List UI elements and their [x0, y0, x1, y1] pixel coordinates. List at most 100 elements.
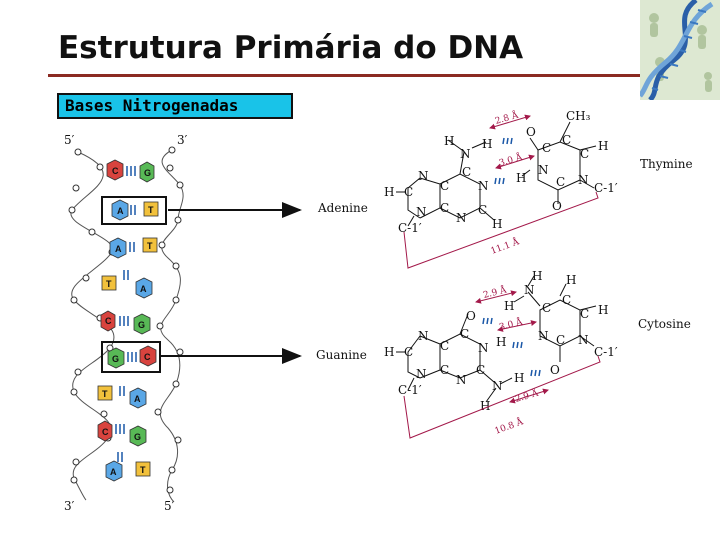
svg-text:N: N [456, 211, 467, 225]
svg-text:C: C [404, 345, 413, 359]
base-pair-3: A T [109, 237, 158, 259]
svg-text:H: H [480, 399, 490, 413]
svg-text:N: N [456, 373, 467, 387]
svg-text:N: N [578, 173, 589, 187]
strand-label-bottom-left: 3′ [64, 499, 75, 513]
svg-text:G: G [138, 320, 145, 330]
base-pair-7: T A [97, 385, 147, 409]
svg-text:A: A [134, 394, 141, 404]
svg-text:C: C [478, 203, 487, 217]
svg-text:C: C [580, 147, 589, 161]
svg-text:C-1′: C-1′ [398, 383, 422, 397]
svg-text:H: H [482, 137, 492, 151]
svg-text:C: C [476, 363, 485, 377]
svg-text:C: C [102, 427, 109, 437]
distance-gc-width: 10.8 Å [493, 415, 525, 437]
svg-text:N: N [578, 333, 589, 347]
label-guanine: Guanine [316, 348, 367, 362]
strand-label-bottom-right: 5′ [164, 499, 175, 513]
svg-text:H: H [384, 185, 394, 199]
svg-text:O: O [526, 125, 536, 139]
right-backbone [159, 149, 184, 503]
svg-text:T: T [147, 241, 153, 251]
svg-text:H: H [598, 139, 608, 153]
distance-gc-mid: 3.0 Å [498, 315, 524, 332]
svg-text:G: G [112, 354, 119, 364]
svg-text:C: C [562, 133, 571, 147]
svg-text:N: N [416, 205, 427, 219]
strand-label-top-left: 5′ [64, 133, 75, 147]
svg-text:C: C [404, 185, 413, 199]
svg-text:H: H [566, 273, 576, 287]
base-pair-2: A T [101, 196, 167, 225]
dna-helix-logo [640, 0, 720, 100]
svg-text:H: H [384, 345, 394, 359]
svg-text:N: N [418, 169, 429, 183]
svg-text:G: G [134, 432, 141, 442]
svg-text:N: N [460, 147, 471, 161]
svg-text:CH₃: CH₃ [566, 109, 591, 123]
svg-text:C: C [440, 201, 449, 215]
svg-text:T: T [102, 389, 108, 399]
svg-text:N: N [538, 163, 549, 177]
base-pair-1: C G [106, 159, 155, 183]
svg-text:C-1′: C-1′ [594, 345, 618, 359]
svg-text:G: G [144, 168, 151, 178]
svg-text:C: C [440, 179, 449, 193]
svg-text:C-1′: C-1′ [594, 181, 618, 195]
svg-text:N: N [492, 379, 503, 393]
guanine-cytosine-structure: O C N C H C N C N C N H N H H C-1′ H H N… [384, 269, 618, 439]
svg-text:H: H [496, 335, 506, 349]
base-pair-8: C G [97, 420, 147, 447]
svg-text:O: O [466, 309, 476, 323]
svg-text:C: C [144, 352, 151, 362]
svg-text:C: C [562, 293, 571, 307]
svg-text:H: H [444, 134, 454, 148]
label-cytosine: Cytosine [638, 317, 691, 331]
base-pair-6: G C [101, 341, 161, 373]
svg-text:H: H [598, 303, 608, 317]
adenine-thymine-structure: H N H C N C H C N C N C N H C-1′ O C C C… [384, 109, 618, 269]
base-pair-5: C G [100, 310, 151, 335]
svg-text:C: C [112, 166, 119, 176]
svg-text:A: A [110, 467, 117, 477]
svg-text:H: H [504, 299, 514, 313]
svg-text:N: N [478, 341, 489, 355]
svg-text:N: N [524, 283, 535, 297]
distance-gc-bottom: 2.9 Å [514, 387, 541, 405]
svg-text:C-1′: C-1′ [398, 221, 422, 235]
svg-text:C: C [440, 339, 449, 353]
svg-text:H: H [532, 269, 542, 283]
label-thymine: Thymine [640, 157, 693, 171]
svg-text:A: A [117, 206, 124, 216]
strand-label-top-right: 3′ [177, 133, 188, 147]
section-subtitle: Bases Nitrogenadas [57, 93, 293, 119]
svg-text:C: C [440, 363, 449, 377]
distance-at-mid: 3.0 Å [498, 151, 525, 169]
svg-text:C: C [460, 327, 469, 341]
svg-text:N: N [418, 329, 429, 343]
svg-text:N: N [416, 367, 427, 381]
svg-text:H: H [514, 371, 524, 385]
svg-text:C: C [105, 316, 112, 326]
svg-text:C: C [542, 301, 551, 315]
svg-text:A: A [115, 244, 122, 254]
svg-text:C: C [556, 175, 565, 189]
base-pair-4: T A [101, 270, 153, 299]
svg-text:T: T [106, 279, 112, 289]
svg-text:O: O [550, 363, 560, 377]
svg-text:C: C [462, 165, 471, 179]
svg-text:T: T [148, 205, 154, 215]
svg-text:C: C [580, 307, 589, 321]
svg-text:T: T [140, 465, 146, 475]
distance-at-top: 2.8 Å [494, 109, 521, 127]
svg-text:C: C [556, 333, 565, 347]
svg-text:A: A [140, 284, 147, 294]
svg-text:H: H [492, 217, 502, 231]
svg-text:O: O [552, 199, 562, 213]
base-pair-9: A T [105, 452, 151, 482]
svg-text:N: N [478, 179, 489, 193]
page-title: Estrutura Primária do DNA [58, 30, 524, 66]
label-adenine: Adenine [317, 201, 368, 215]
